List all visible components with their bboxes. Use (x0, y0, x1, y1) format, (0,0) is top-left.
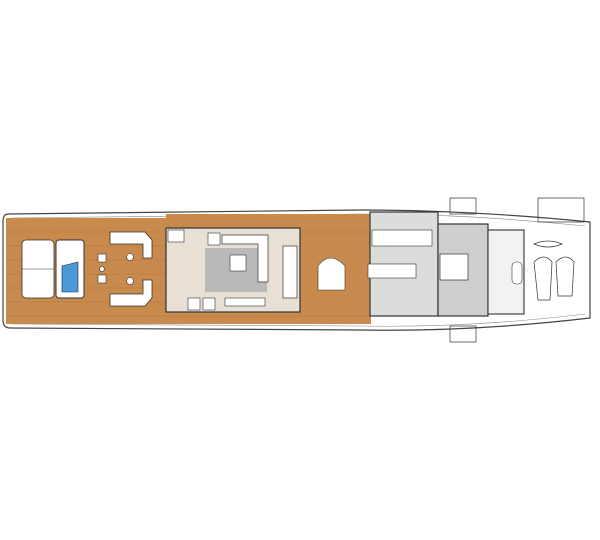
aft-stair (167, 229, 185, 243)
tender (533, 256, 553, 301)
side-table (126, 277, 134, 285)
tender-door (537, 197, 585, 223)
armchair (97, 274, 107, 284)
side-table (126, 253, 134, 261)
sofa-bottom (109, 279, 153, 307)
bathtub (511, 261, 523, 285)
galley-island (367, 263, 417, 279)
saloon-sofa (221, 234, 269, 283)
spiral-stair (317, 257, 346, 291)
side-deck-bottom (166, 310, 371, 324)
armchairs (187, 232, 221, 311)
tender (555, 256, 575, 297)
armchair (97, 253, 107, 263)
side-deck-top (166, 214, 371, 230)
galley-counter (371, 229, 433, 247)
bar-counter (224, 297, 266, 307)
dining-table (282, 245, 298, 299)
master-bed (439, 253, 469, 281)
stool (99, 266, 105, 272)
pool (61, 261, 79, 293)
fold-down-balcony (449, 197, 477, 215)
fold-down-balcony (449, 325, 477, 343)
jetski (533, 240, 563, 248)
sofa-top (109, 231, 153, 259)
coffee-table (229, 254, 247, 272)
